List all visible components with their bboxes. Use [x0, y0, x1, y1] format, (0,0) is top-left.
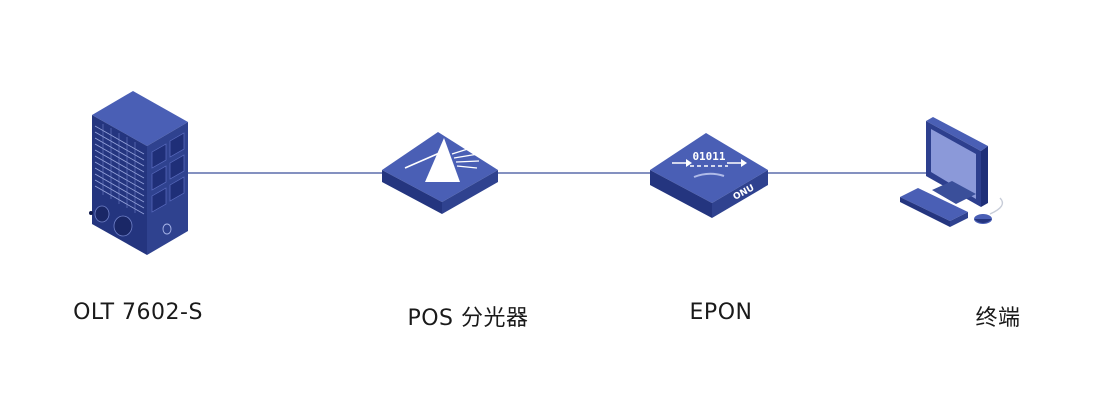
onu-bits-text: 01011 [692, 150, 725, 163]
server-rack-icon [89, 91, 188, 255]
optical-splitter-icon [382, 132, 498, 214]
onu-device-icon: 01011 ONU [650, 133, 768, 218]
node-label-epon: EPON [689, 300, 753, 325]
node-label-terminal: 终端 [975, 306, 1021, 331]
desktop-computer-icon [900, 117, 1004, 227]
node-label-pos-splitter: POS 分光器 [407, 306, 529, 331]
node-label-olt: OLT 7602-S [73, 300, 203, 325]
